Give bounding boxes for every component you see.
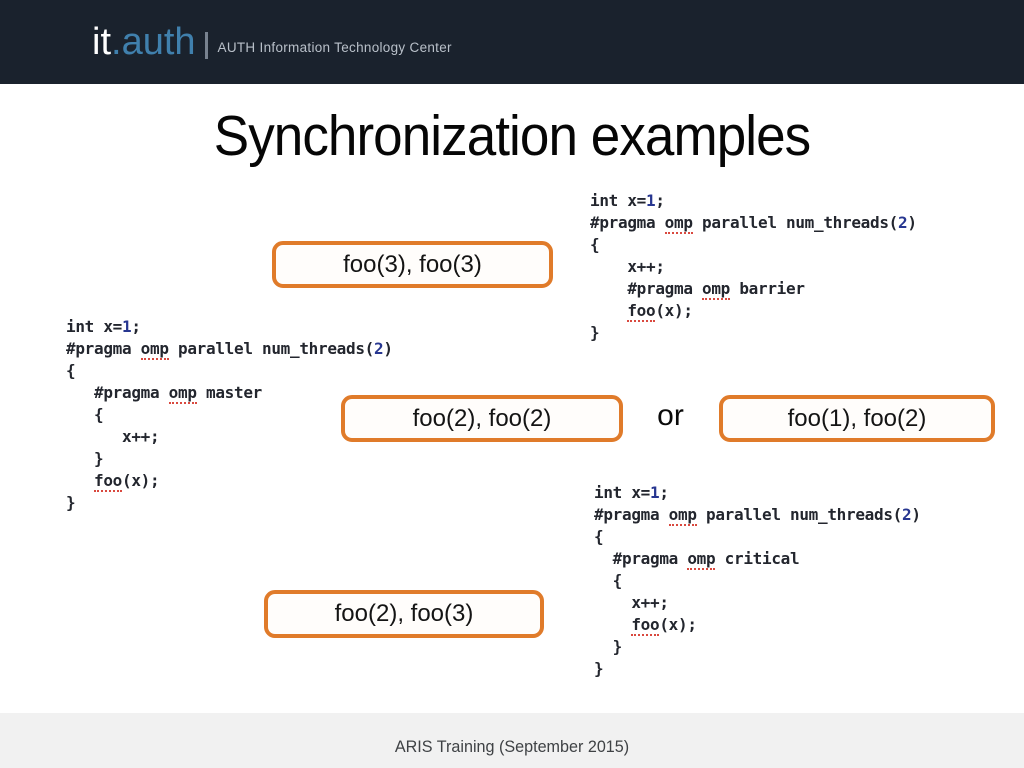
answer-box-top: foo(3), foo(3) xyxy=(272,241,553,288)
answer-box-bottom: foo(2), foo(3) xyxy=(264,590,544,638)
slide-title: Synchronization examples xyxy=(213,104,811,168)
header-subtitle: AUTH Information Technology Center xyxy=(217,39,452,55)
logo-divider xyxy=(204,31,208,59)
footer-band: ARIS Training (September 2015) xyxy=(0,713,1024,768)
it-auth-logo: it.auth xyxy=(92,23,196,61)
code-block-critical: int x=1;#pragma omp parallel num_threads… xyxy=(594,483,921,678)
logo-secondary: auth xyxy=(121,21,196,63)
answer-box-middle-right: foo(1), foo(2) xyxy=(719,395,995,442)
logo-dot: . xyxy=(111,21,122,63)
or-label: or xyxy=(657,399,684,432)
answer-box-top-label: foo(3), foo(3) xyxy=(343,250,482,278)
header-bar: it.auth AUTH Information Technology Cent… xyxy=(0,0,1024,84)
footer-text: ARIS Training (September 2015) xyxy=(394,737,630,756)
answer-box-bottom-label: foo(2), foo(3) xyxy=(334,600,474,627)
answer-box-middle-left-label: foo(2), foo(2) xyxy=(412,404,552,432)
code-block-master: int x=1;#pragma omp parallel num_threads… xyxy=(66,317,393,512)
answer-box-middle-right-label: foo(1), foo(2) xyxy=(787,404,927,432)
answer-box-middle-left: foo(2), foo(2) xyxy=(341,395,623,442)
logo-primary: it xyxy=(92,21,111,63)
code-block-barrier: int x=1;#pragma omp parallel num_threads… xyxy=(590,191,917,342)
